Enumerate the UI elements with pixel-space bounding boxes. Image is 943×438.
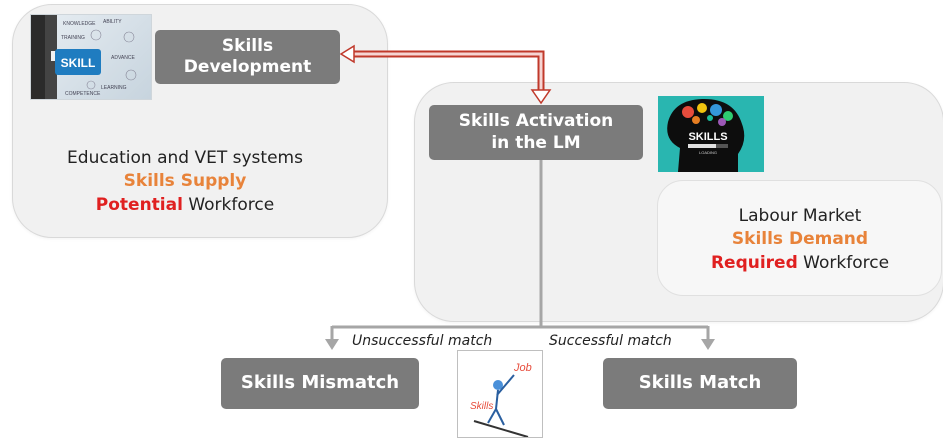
required-workforce-label: Required Workforce xyxy=(710,252,890,273)
arrow-head-down xyxy=(530,89,552,105)
match-branch xyxy=(330,160,710,340)
successful-match-label: Successful match xyxy=(549,333,672,349)
education-text: Education and VET systems Skills Supply … xyxy=(22,147,348,217)
arrow-head-mismatch xyxy=(325,339,339,350)
skills-development-box: Skills Development xyxy=(155,30,340,84)
svg-text:COMPETENCE: COMPETENCE xyxy=(65,91,101,97)
svg-text:LOADING: LOADING xyxy=(699,150,717,155)
labour-market-text: Labour Market Skills Demand Required Wor… xyxy=(660,205,940,275)
skills-demand-label: Skills Demand xyxy=(731,229,869,250)
svg-text:TRAINING: TRAINING xyxy=(61,35,85,41)
svg-text:KNOWLEDGE: KNOWLEDGE xyxy=(63,21,96,27)
svg-text:ABILITY: ABILITY xyxy=(103,19,122,25)
skills-supply-label: Skills Supply xyxy=(123,171,247,192)
skills-head-photo: SKILLS LOADING xyxy=(658,96,764,172)
labour-market-title: Labour Market xyxy=(738,206,862,226)
skill-word: SKILL xyxy=(61,56,96,70)
arrow-head-match xyxy=(701,339,715,350)
head-skills-word: SKILLS xyxy=(688,131,727,143)
education-title: Education and VET systems xyxy=(67,148,303,168)
skills-word: Skills xyxy=(470,401,493,412)
labour-market-inner-panel xyxy=(657,180,942,296)
skills-activation-box: Skills Activation in the LM xyxy=(429,105,643,160)
svg-text:LEARNING: LEARNING xyxy=(101,85,127,91)
job-word: Job xyxy=(513,362,532,374)
development-activation-arrow xyxy=(339,44,552,105)
loading-bar xyxy=(688,144,716,148)
skills-match-box: Skills Match xyxy=(603,358,797,409)
unsuccessful-match-label: Unsuccessful match xyxy=(352,333,493,349)
potential-workforce-label: Potential Workforce xyxy=(95,194,275,215)
job-skills-illustration: Job Skills xyxy=(457,350,543,438)
arrow-head-left xyxy=(339,44,355,64)
svg-text:ADVANCE: ADVANCE xyxy=(111,55,135,61)
skills-mismatch-box: Skills Mismatch xyxy=(221,358,419,409)
skill-photo: SKILL KNOWLEDGE ABILITY TRAINING LEARNIN… xyxy=(30,14,152,100)
